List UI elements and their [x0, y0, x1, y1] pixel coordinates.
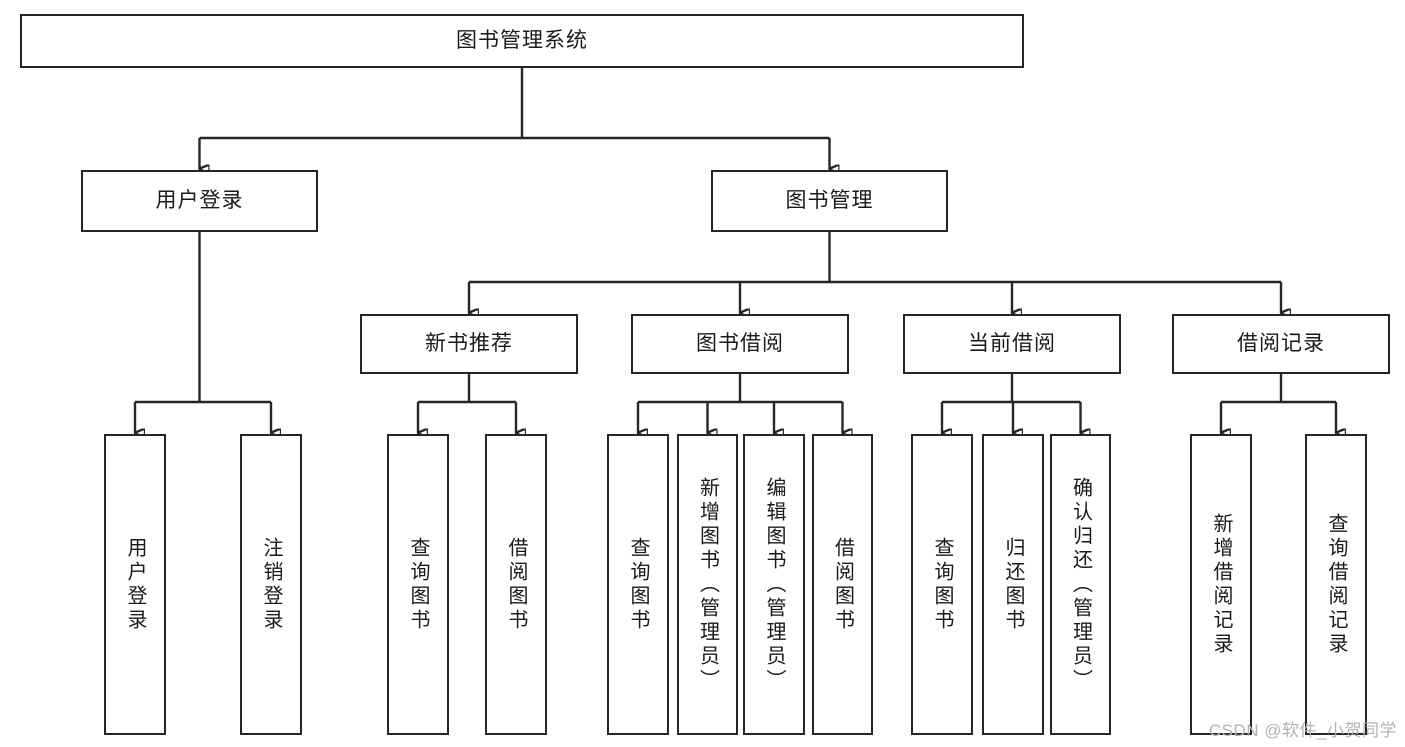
node-label: 用户登录 [124, 536, 146, 633]
node-label: 图书管理 [785, 189, 874, 213]
node-label: 借阅图书 [505, 536, 527, 633]
node-label: 查询图书 [407, 536, 429, 633]
node-current-borrow[interactable]: 当前借阅 [903, 314, 1121, 374]
node-book-borrow[interactable]: 图书借阅 [631, 314, 849, 374]
node-label: 图书借阅 [696, 332, 784, 356]
node-leaf-confirm-return[interactable]: 确认归还（管理员） [1050, 434, 1111, 735]
node-leaf-add-record[interactable]: 新增借阅记录 [1190, 434, 1252, 735]
node-label: 新书推荐 [425, 332, 513, 356]
node-label: 注销登录 [260, 536, 282, 633]
node-label: 当前借阅 [968, 332, 1056, 356]
node-leaf-query-book-2[interactable]: 查询图书 [607, 434, 669, 735]
node-label: 借阅图书 [831, 536, 854, 633]
node-label: 归还图书 [1002, 536, 1024, 633]
node-leaf-edit-book[interactable]: 编辑图书（管理员） [743, 434, 805, 735]
node-label: 新增图书（管理员） [696, 476, 719, 693]
node-leaf-borrow-book-2[interactable]: 借阅图书 [812, 434, 873, 735]
node-leaf-user-login[interactable]: 用户登录 [104, 434, 166, 735]
node-leaf-user-logout[interactable]: 注销登录 [240, 434, 302, 735]
node-label: 用户登录 [155, 189, 244, 213]
node-label: 图书管理系统 [456, 29, 588, 53]
node-leaf-query-book-3[interactable]: 查询图书 [911, 434, 973, 735]
node-leaf-query-record[interactable]: 查询借阅记录 [1305, 434, 1367, 735]
node-leaf-return-book[interactable]: 归还图书 [982, 434, 1044, 735]
edge-group [133, 68, 1336, 433]
node-label: 借阅记录 [1237, 332, 1325, 356]
node-label: 查询借阅记录 [1325, 512, 1347, 657]
node-leaf-add-book[interactable]: 新增图书（管理员） [677, 434, 738, 735]
node-label: 查询图书 [627, 536, 649, 633]
node-label: 编辑图书（管理员） [763, 476, 785, 693]
node-leaf-query-book-1[interactable]: 查询图书 [387, 434, 449, 735]
node-borrow-record[interactable]: 借阅记录 [1172, 314, 1390, 374]
node-label: 查询图书 [931, 536, 953, 633]
node-label: 新增借阅记录 [1210, 512, 1232, 657]
node-label: 确认归还（管理员） [1069, 476, 1092, 693]
node-user-login[interactable]: 用户登录 [81, 170, 318, 232]
node-leaf-borrow-book-1[interactable]: 借阅图书 [485, 434, 547, 735]
node-root[interactable]: 图书管理系统 [20, 14, 1024, 68]
node-new-book-rec[interactable]: 新书推荐 [360, 314, 578, 374]
node-book-manage[interactable]: 图书管理 [711, 170, 948, 232]
